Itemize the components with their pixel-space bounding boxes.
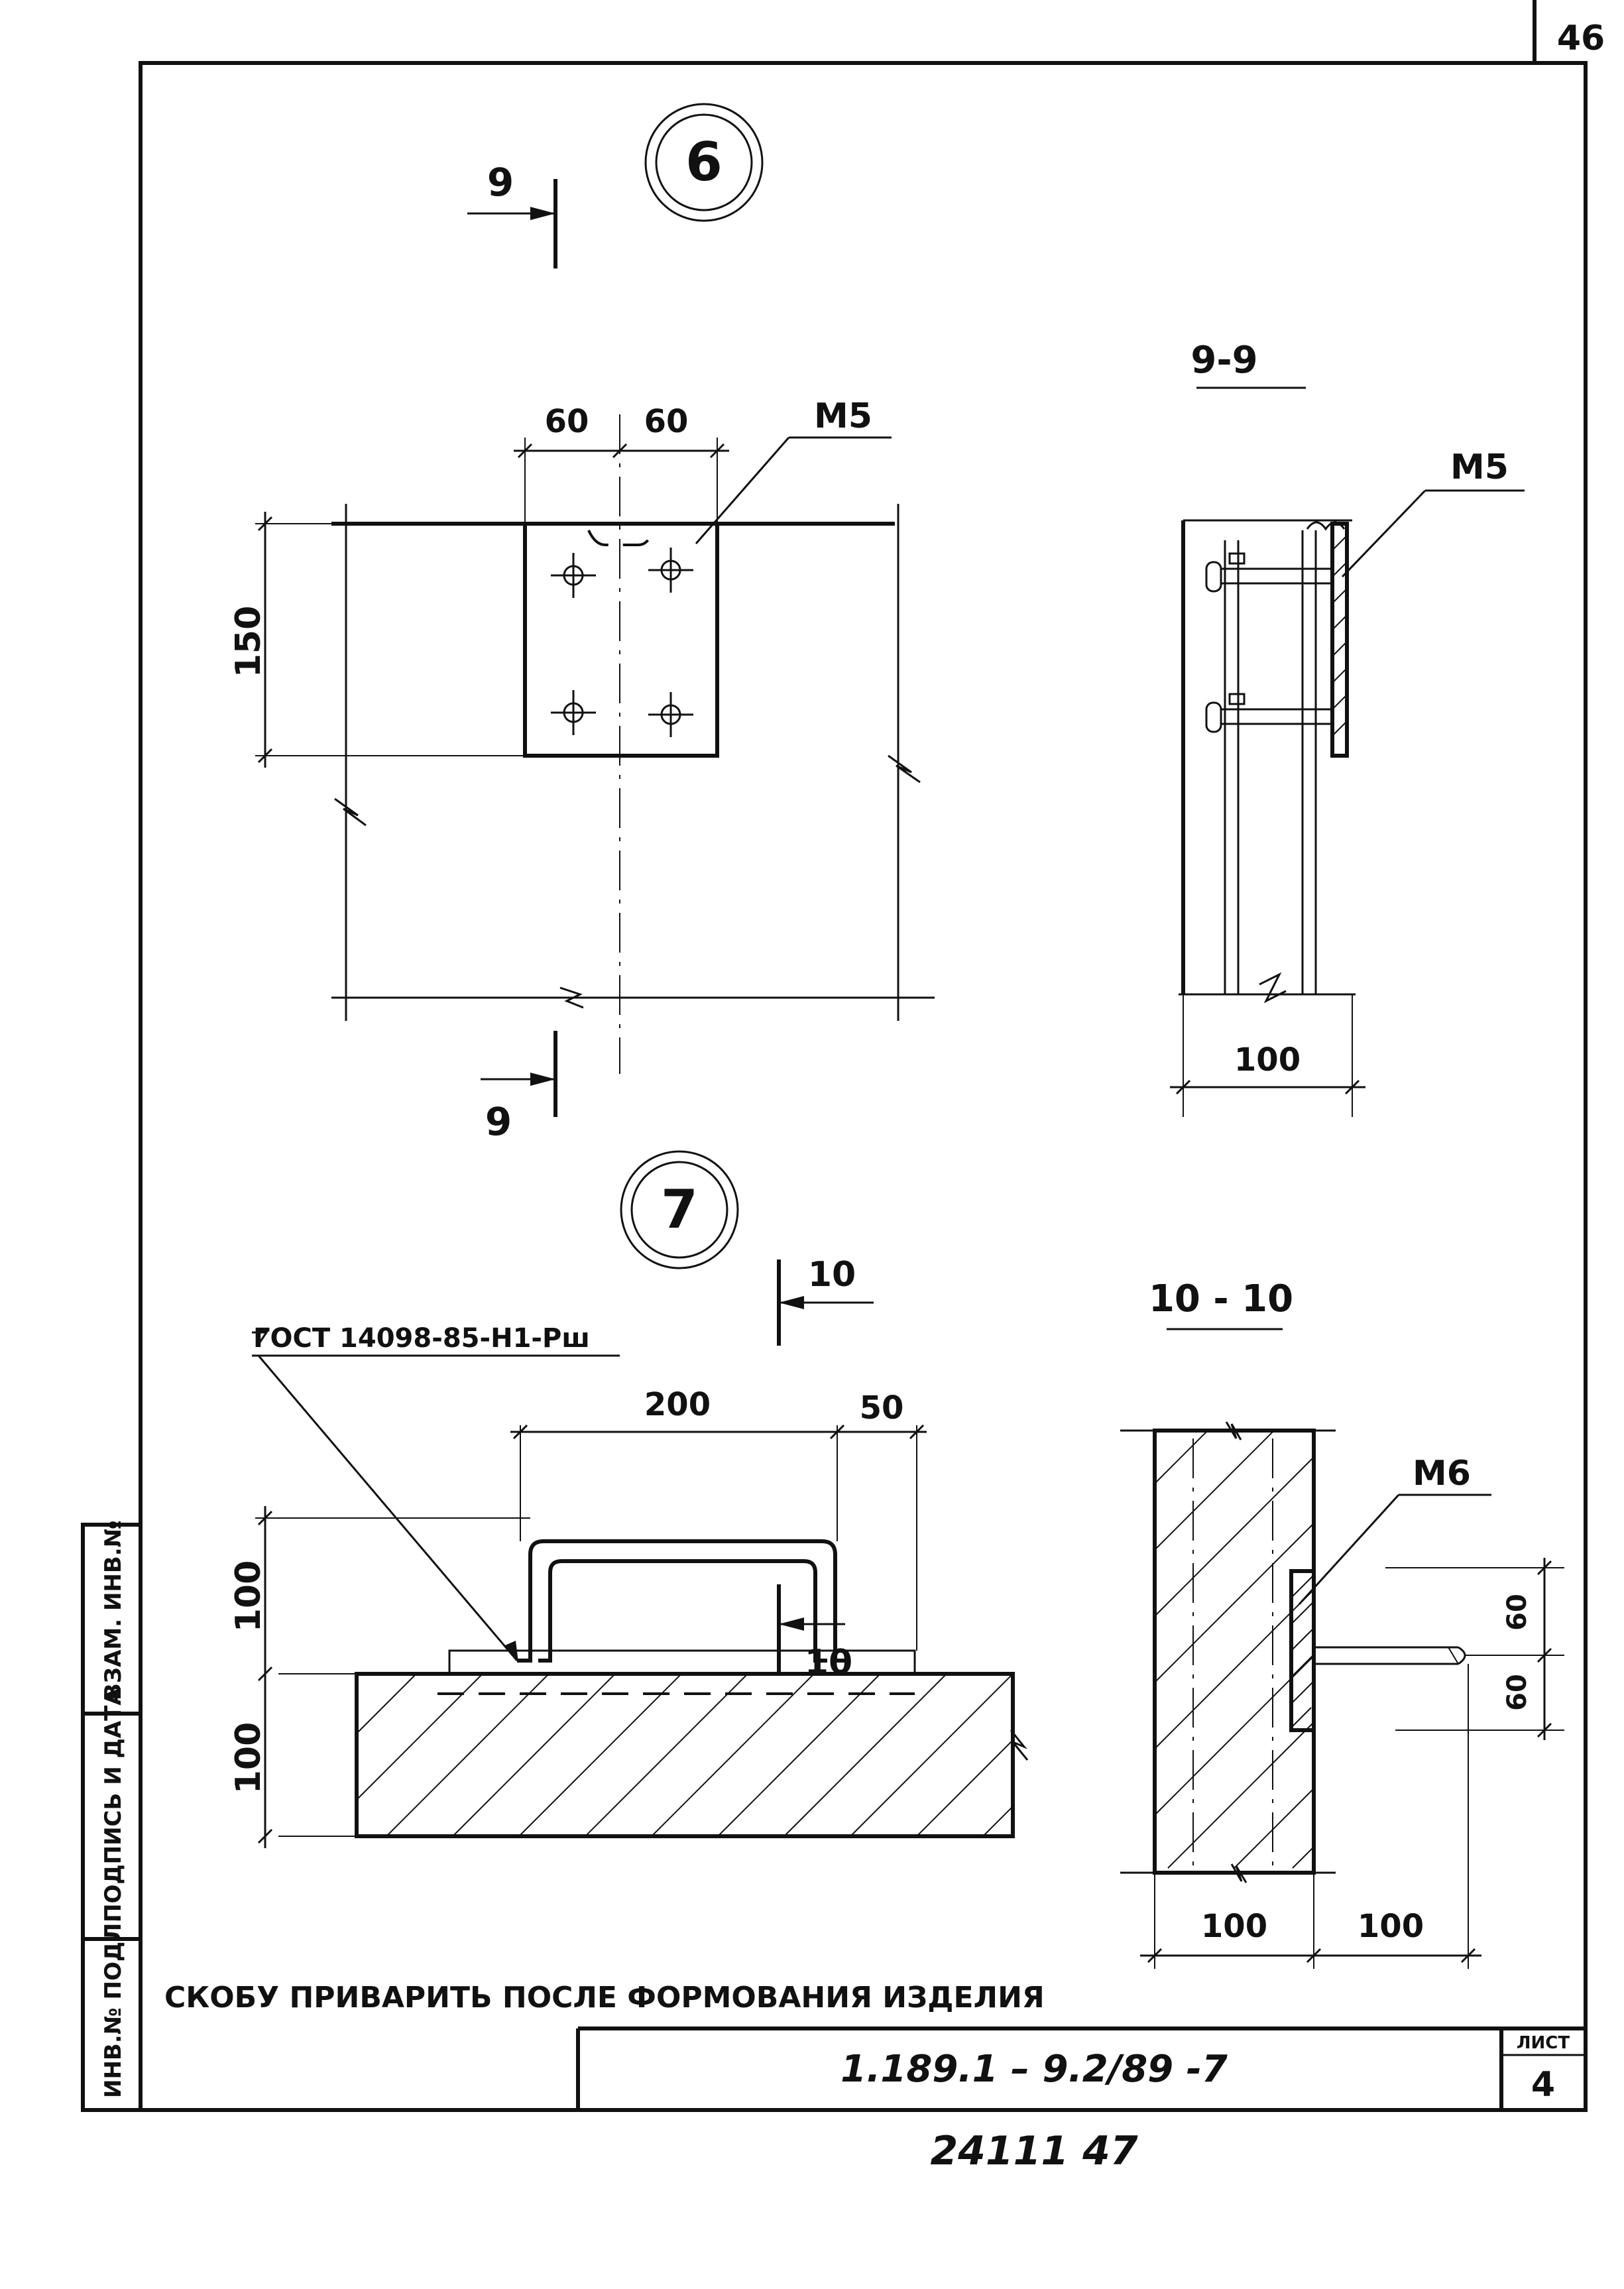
fabrication-note: СКОБУ ПРИВАРИТЬ ПОСЛЕ ФОРМОВАНИЯ ИЗДЕЛИЯ (164, 1981, 1045, 2015)
part-leader-m5-section: M5 (1341, 447, 1525, 578)
plate-hatch (1291, 1574, 1314, 1728)
dim-100-lower: 100 (229, 1722, 268, 1794)
weld-note-leader: ГОСТ 14098-85-Н1-Рш (252, 1323, 620, 1663)
anchor-bar-lower (1205, 693, 1332, 733)
svg-text:6: 6 (685, 131, 723, 193)
sheet-frame (139, 61, 1588, 2112)
dim-200: 200 (644, 1386, 711, 1423)
section-arrow-9-bottom: 9 (481, 1031, 557, 1144)
detail-7: 7 10 10 ГОСТ 14098-85-Н1-Рш (229, 1150, 1029, 1848)
svg-text:100: 100 (1234, 1041, 1301, 1079)
anchor-holes (551, 548, 693, 737)
sheet-label: ЛИСТ (1517, 2033, 1570, 2053)
dimension-200-50: 200 50 (510, 1386, 927, 1651)
break-mark (888, 754, 921, 784)
section-10-10: 10 - 10 (1120, 1277, 1564, 1969)
document-code: 1.189.1 – 9.2/89 -7 (841, 2048, 1228, 2091)
break-mark (334, 797, 367, 827)
sheet-number: 4 (1531, 2065, 1555, 2105)
embedded-plate (523, 522, 719, 758)
wall-hatch (1154, 1430, 1314, 1869)
stud-bar (1314, 1646, 1466, 1665)
break-mark (1259, 972, 1287, 1004)
dim-projection-100: 100 (1358, 1908, 1424, 1945)
anchor-bar-upper (1205, 552, 1332, 593)
dimension-60-60-vertical: 60 60 (1385, 1558, 1564, 1740)
svg-text:9: 9 (487, 160, 514, 205)
section-10-10-title: 10 - 10 (1149, 1277, 1293, 1321)
svg-text:M6: M6 (1413, 1454, 1471, 1494)
dim-50: 50 (860, 1389, 904, 1427)
detail-7-marker: 7 (620, 1150, 739, 1269)
concrete-block (355, 1672, 1015, 1838)
section-9-9-title: 9-9 (1190, 339, 1257, 382)
archive-number: 24111 47 (930, 2128, 1137, 2174)
section-arrow-9-top: 9 (467, 160, 557, 268)
stamp-replaced-inventory: ВЗАМ. ИНВ.№ (100, 1520, 127, 1700)
bracket-inner (538, 1559, 827, 1663)
svg-text:10: 10 (808, 1255, 856, 1295)
dim-60-bottom: 60 (1502, 1674, 1533, 1711)
dimension-100-vertical: 100 100 (229, 1506, 530, 1848)
concrete-hatch (356, 1673, 1014, 1837)
dimension-100-100: 100 100 (1140, 1664, 1481, 1969)
sheet-corner-number: 46 (1557, 19, 1605, 58)
weld-note: ГОСТ 14098-85-Н1-Рш (253, 1323, 590, 1354)
base-plate (448, 1649, 916, 1675)
dim-60-top: 60 (1502, 1594, 1533, 1631)
break-mark (559, 986, 584, 1009)
stamp-signature-date: ПОДПИСЬ И ДАТА (100, 1688, 127, 1922)
detail-6: 6 9 9 (229, 103, 935, 1144)
dim-wall-100: 100 (1201, 1908, 1267, 1945)
section-9-9: 9-9 (1170, 339, 1525, 1117)
weld-symbol (1306, 521, 1346, 531)
dimension-150: 150 (229, 512, 525, 768)
plate-section (1330, 522, 1349, 758)
part-leader-m5: M5 (695, 396, 892, 544)
title-block: 1.189.1 – 9.2/89 -7 ЛИСТ 4 (576, 2026, 1586, 2110)
side-stamp: ИНВ.№ ПОДЛ. ПОДПИСЬ И ДАТА ВЗАМ. ИНВ.№ (81, 1520, 143, 2112)
dim-100-upper: 100 (229, 1560, 268, 1633)
part-leader-m6: M6 (1298, 1454, 1491, 1606)
svg-text:M5: M5 (1450, 447, 1509, 487)
dimension-100: 100 (1170, 994, 1365, 1117)
svg-text:M5: M5 (814, 396, 872, 436)
dim-60-right: 60 (644, 403, 689, 440)
svg-text:9: 9 (485, 1099, 512, 1144)
svg-text:150: 150 (229, 606, 268, 678)
hidden-outline (587, 530, 654, 546)
detail-6-marker: 6 (644, 103, 764, 222)
svg-text:7: 7 (661, 1179, 698, 1240)
plate-hatch (1332, 535, 1348, 736)
bracket-outer (517, 1539, 848, 1663)
section-arrow-10-top: 10 (777, 1255, 874, 1346)
stamp-inventory-original: ИНВ.№ ПОДЛ. (100, 1914, 127, 2098)
dimension-60-60: 60 60 (514, 403, 729, 524)
break-mark (1010, 1730, 1029, 1761)
dim-60-left: 60 (545, 403, 589, 440)
